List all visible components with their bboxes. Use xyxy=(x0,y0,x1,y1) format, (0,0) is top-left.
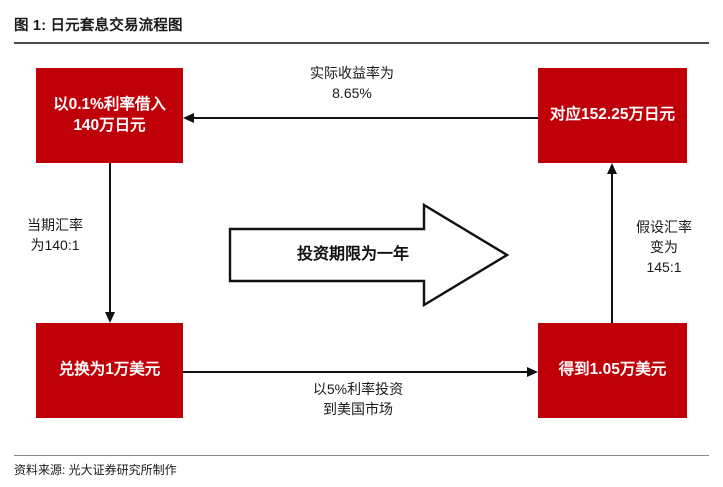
edge-label-actual-yield: 实际收益率为 8.65% xyxy=(310,65,394,101)
title-divider xyxy=(14,42,709,44)
node-exchange-to-usd: 兑换为1万美元 xyxy=(36,323,183,418)
edge-label-invest-us: 以5%利率投资 到美国市场 xyxy=(312,381,404,417)
block-arrow-shape xyxy=(228,203,509,307)
source-note: 资料来源: 光大证券研究所制作 xyxy=(14,463,177,477)
connector-left-line xyxy=(109,163,111,312)
footer-divider xyxy=(14,455,709,456)
connector-right-line xyxy=(611,174,613,323)
connector-bottom-line xyxy=(183,371,527,373)
node-borrow-jpy: 以0.1%利率借入140万日元 xyxy=(36,68,183,163)
page-title: 图 1: 日元套息交易流程图 xyxy=(14,18,183,34)
arrowhead-left-top xyxy=(183,112,194,123)
arrowhead-up-right xyxy=(606,163,617,174)
edge-label-assumed-rate: 假设汇率 变为 145:1 xyxy=(636,219,692,275)
node-return-usd: 得到1.05万美元 xyxy=(538,323,687,418)
edge-label-spot-rate: 当期汇率 为140:1 xyxy=(27,217,83,253)
arrowhead-down-left xyxy=(104,312,115,323)
arrowhead-right-bottom xyxy=(527,366,538,377)
block-arrow-label: 投资期限为一年 xyxy=(296,246,409,263)
connector-top-line xyxy=(194,117,538,119)
node-usd-equivalent: 对应152.25万日元 xyxy=(538,68,687,163)
